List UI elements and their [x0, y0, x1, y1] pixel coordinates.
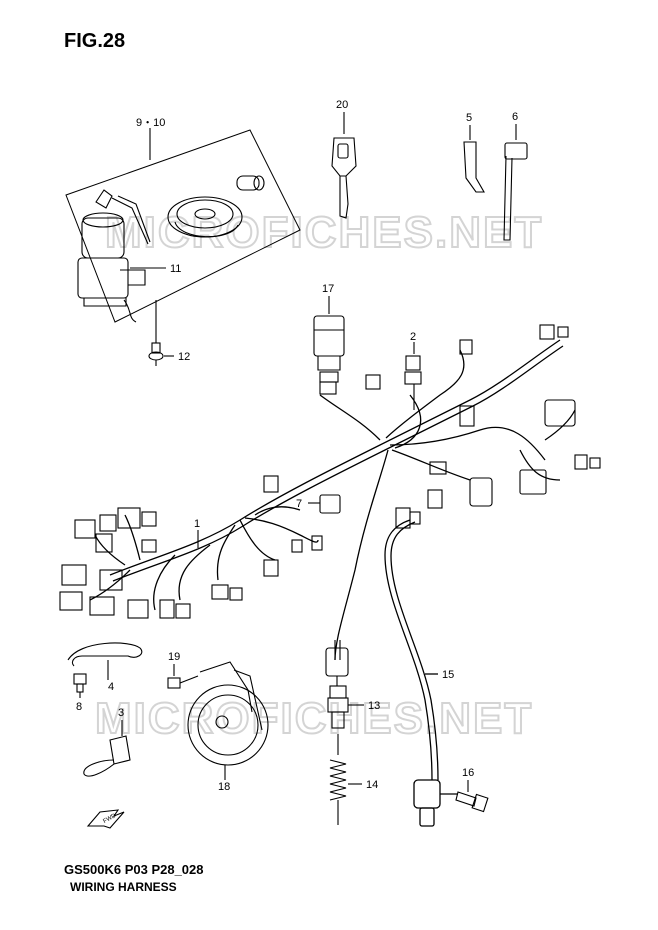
callout-1: 1	[194, 518, 200, 530]
relay-17	[313, 296, 345, 383]
callout-3: 3	[118, 707, 124, 719]
ignition-lock-set-box	[65, 129, 301, 323]
connector-2	[404, 342, 422, 385]
spring-14	[329, 734, 362, 825]
callout-9-10: 9・10	[136, 117, 165, 129]
clamp-3	[83, 720, 131, 777]
model-code: GS500K6 P03 P28_028	[64, 862, 204, 877]
callout-17: 17	[322, 283, 334, 295]
callout-14: 14	[366, 779, 378, 791]
callout-8: 8	[76, 701, 82, 713]
callout-13: 13	[368, 700, 380, 712]
clamp-7	[308, 494, 341, 514]
clamp-4	[67, 642, 143, 680]
neutral-switch-13	[325, 640, 364, 729]
clamp-5	[463, 125, 485, 193]
callout-2: 2	[410, 331, 416, 343]
speed-sensor-lead-15	[384, 519, 458, 827]
callout-12: 12	[178, 351, 190, 363]
bolt-19	[167, 664, 199, 689]
horn-18	[187, 661, 269, 780]
callout-15: 15	[442, 669, 454, 681]
harness-connectors	[59, 324, 601, 619]
callout-20: 20	[336, 99, 348, 111]
callout-19: 19	[168, 651, 180, 663]
callout-18: 18	[218, 781, 230, 793]
callout-4: 4	[108, 681, 114, 693]
bolt-16	[455, 780, 489, 813]
watermark-bottom: MICROFICHES.NET	[95, 694, 533, 743]
bolt-8	[73, 673, 87, 698]
callout-16: 16	[462, 767, 474, 779]
front-direction-arrow	[86, 809, 125, 829]
callout-11: 11	[170, 263, 181, 275]
main-harness-1	[89, 339, 576, 661]
callout-5: 5	[466, 112, 472, 124]
callout-6: 6	[512, 111, 518, 123]
section-name: WIRING HARNESS	[70, 880, 177, 894]
key-20	[331, 112, 357, 219]
callout-7: 7	[296, 498, 302, 510]
watermark-top: MICROFICHES.NET	[105, 208, 543, 257]
figure-title: FIG.28	[64, 30, 126, 52]
cable-tie-6	[503, 124, 528, 241]
bolt-12	[148, 342, 174, 366]
